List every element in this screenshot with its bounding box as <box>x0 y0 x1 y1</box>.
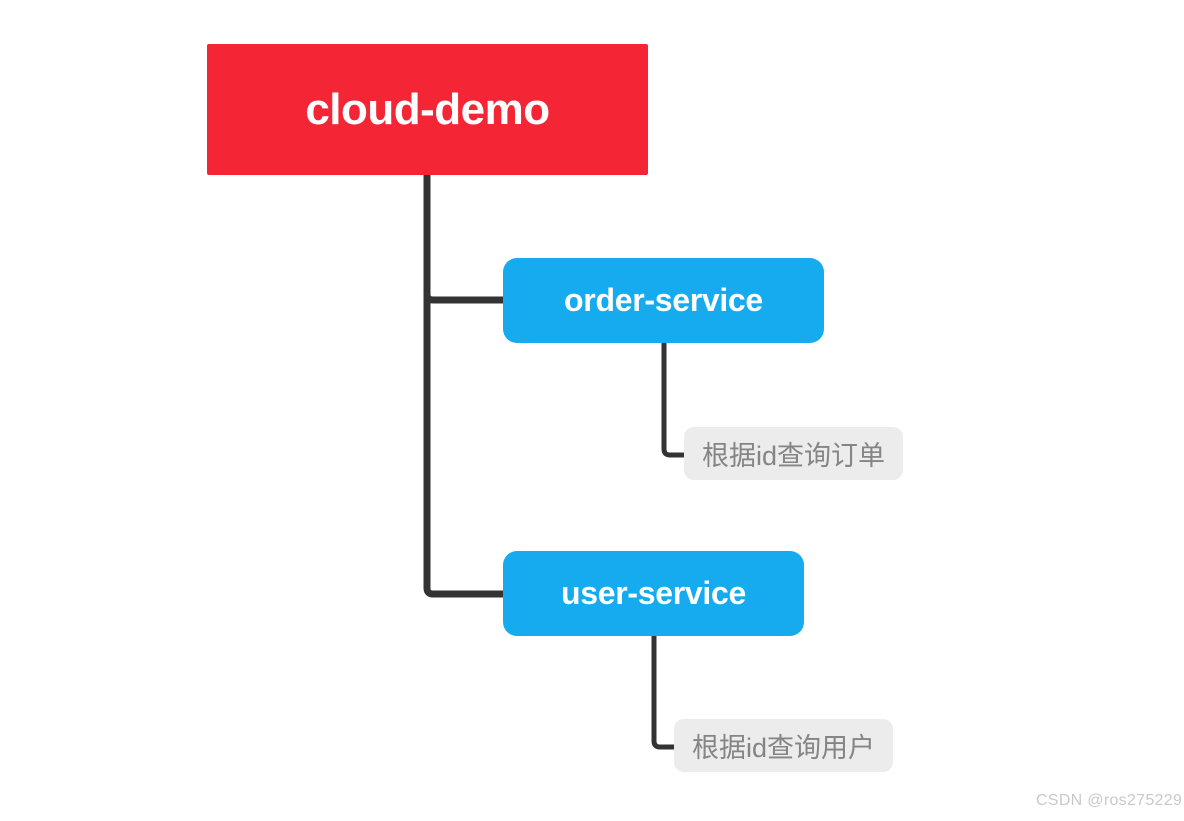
node-user-service-label: user-service <box>561 575 746 611</box>
node-user-service[interactable]: user-service <box>503 551 804 636</box>
node-order-service-leaf[interactable]: 根据id查询订单 <box>684 427 904 480</box>
node-order-service-leaf-label: 根据id查询订单 <box>702 441 886 471</box>
node-root-label: cloud-demo <box>305 84 550 134</box>
node-order-service-label: order-service <box>564 282 763 318</box>
node-root-cloud-demo[interactable]: cloud-demo <box>207 44 648 175</box>
connector-root-to-user-service <box>423 173 505 598</box>
node-user-service-leaf-label: 根据id查询用户 <box>692 733 876 763</box>
node-user-service-leaf[interactable]: 根据id查询用户 <box>674 719 894 772</box>
node-order-service[interactable]: order-service <box>503 258 824 343</box>
csdn-watermark: CSDN @ros275229 <box>1036 792 1183 809</box>
connector-root-to-order-service <box>423 293 505 304</box>
